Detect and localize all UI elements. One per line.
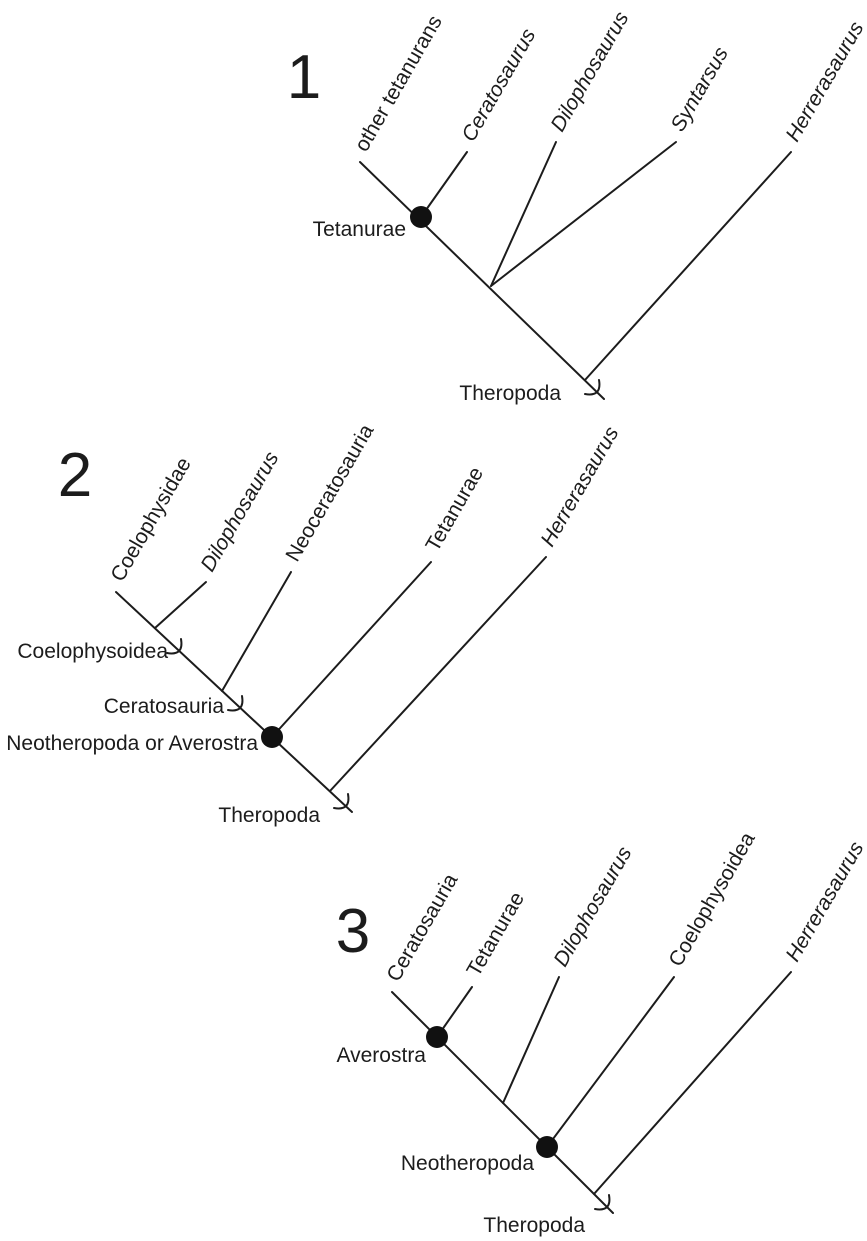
tree-3-branch-dilophosaurus bbox=[502, 976, 560, 1104]
tree-3-clade-arc-theropoda bbox=[594, 1194, 611, 1211]
tree-1-clade-label-tetanurae: Tetanurae bbox=[313, 218, 406, 241]
tree-2-branch-dilophosaurus bbox=[154, 581, 207, 629]
tree-2-clade-arc-theropoda bbox=[333, 793, 350, 810]
tree-2-clade-arc-coelophysoidea bbox=[166, 638, 183, 655]
tree-3-branch-coelophysoidea bbox=[546, 976, 675, 1148]
tree-2-node-circle-neotheropoda-averostra bbox=[261, 726, 283, 748]
tree-2-tip-label-tetanurae: Tetanurae bbox=[421, 463, 488, 555]
tree-3-tip-label-herrerasaurus: Herrerasaurus bbox=[781, 837, 867, 965]
tree-1-tip-label-ceratosaurus: Ceratosaurus bbox=[457, 24, 540, 145]
tree-1-clade-arc-theropoda bbox=[584, 379, 601, 396]
tree-1-branch-dilophosaurus bbox=[490, 141, 557, 287]
tree-1-tip-label-syntarsus: Syntarsus bbox=[666, 43, 733, 136]
tree-2-branch-herrerasaurus bbox=[329, 556, 547, 792]
tree-3-tip-label-dilophosaurus: Dilophosaurus bbox=[549, 842, 636, 970]
tree-1-node-circle-tetanurae bbox=[410, 206, 432, 228]
tree-2-tip-label-coelophysidae: Coelophysidae bbox=[106, 454, 195, 586]
tree-2-tip-label-neoceratosauria: Neoceratosauria bbox=[281, 420, 378, 565]
tree-3-tip-label-tetanurae: Tetanurae bbox=[462, 888, 529, 980]
tree-3-node-circle-neotheropoda bbox=[536, 1136, 558, 1158]
tree-2-clade-label-theropoda: Theropoda bbox=[218, 804, 320, 827]
tree-2-tip-label-dilophosaurus: Dilophosaurus bbox=[196, 447, 283, 575]
tree-2-branch-neoceratosauria bbox=[221, 571, 292, 692]
tree-1-branch-syntarsus bbox=[490, 141, 677, 287]
tree-1-branch-herrerasaurus bbox=[584, 151, 792, 381]
tree-1-tip-label-dilophosaurus: Dilophosaurus bbox=[546, 7, 633, 135]
tree-2-branch-tetanurae bbox=[271, 561, 432, 738]
tree-3-clade-label-neotheropoda: Neotheropoda bbox=[401, 1152, 534, 1175]
tree-3-tip-label-ceratosauria: Ceratosauria bbox=[382, 870, 462, 986]
tree-3-tip-label-coelophysoidea: Coelophysoidea bbox=[664, 828, 759, 970]
tree-1-branch-ceratosaurus bbox=[420, 151, 468, 218]
tree-3-number: 3 bbox=[336, 897, 370, 966]
tree-2-clade-label-coelophysoidea: Coelophysoidea bbox=[17, 640, 168, 663]
tree-2-clade-label-ceratosauria: Ceratosauria bbox=[104, 695, 225, 718]
tree-3-clade-label-averostra: Averostra bbox=[337, 1044, 427, 1067]
tree-1-tip-label-herrerasaurus: Herrerasaurus bbox=[781, 17, 867, 145]
tree-2-clade-arc-ceratosauria bbox=[227, 695, 244, 712]
tree-3-clade-label-theropoda: Theropoda bbox=[483, 1214, 585, 1237]
tree-1-tip-label-other-tetanurans: other tetanurans bbox=[350, 12, 446, 156]
tree-1-clade-label-theropoda: Theropoda bbox=[459, 382, 561, 405]
tree-1-backbone-line bbox=[359, 161, 605, 400]
tree-3-branch-herrerasaurus bbox=[593, 971, 792, 1195]
tree-1-number: 1 bbox=[287, 43, 321, 112]
tree-2-clade-label-neotheropoda-or-averostra: Neotheropoda or Averostra bbox=[6, 732, 258, 755]
tree-2-tip-label-herrerasaurus: Herrerasaurus bbox=[536, 422, 623, 550]
tree-3-node-circle-averostra bbox=[426, 1026, 448, 1048]
tree-2-number: 2 bbox=[58, 441, 92, 510]
